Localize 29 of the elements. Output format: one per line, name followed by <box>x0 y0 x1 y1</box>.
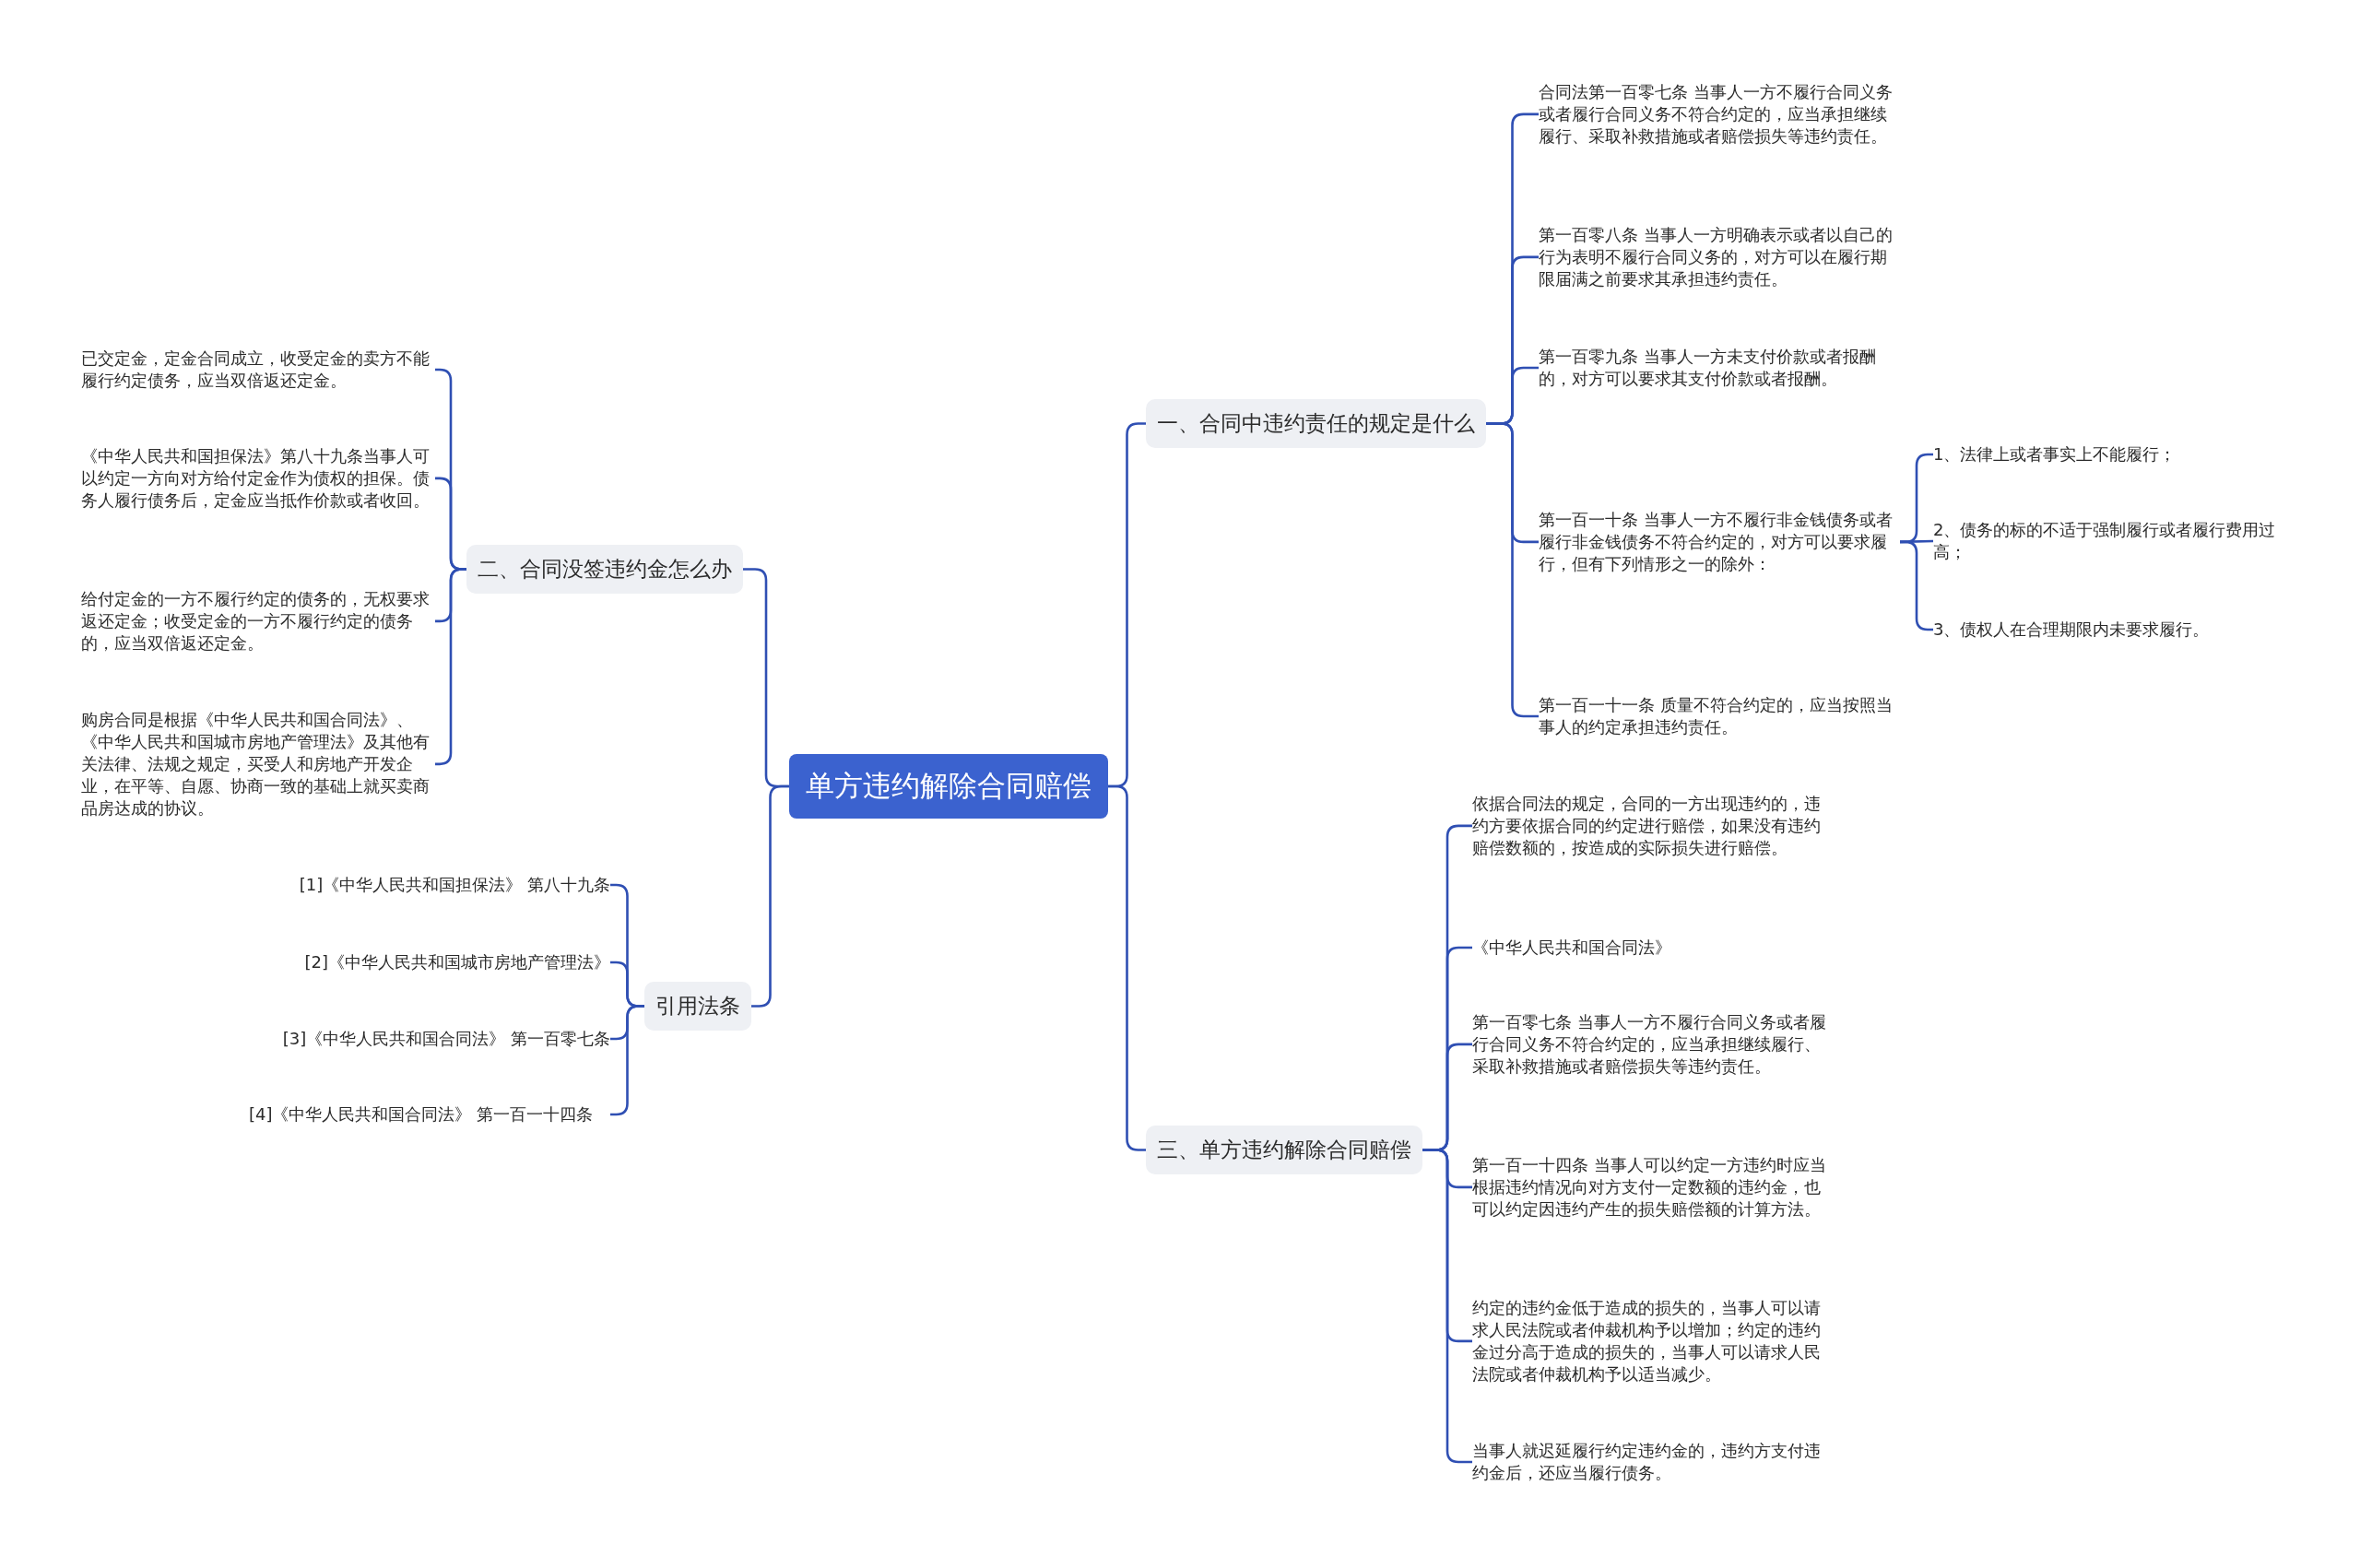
topic-text: 已交定金，定金合同成立，收受定金的卖方不能履行约定债务，应当双倍返还定金。 <box>81 348 435 392</box>
topic-text: [2]《中华人民共和国城市房地产管理法》 <box>249 951 610 973</box>
topic-text: 《中华人民共和国担保法》第八十九条当事人可以约定一方向对方给付定金作为债权的担保。债务人履行债务后，定金应当抵作价款或者收回。 <box>81 445 435 512</box>
topic-box: 三、单方违约解除合同赔偿 <box>1146 1126 1422 1174</box>
topic-text: [3]《中华人民共和国合同法》 第一百零七条 <box>249 1028 610 1050</box>
topic-text: 依据合同法的规定，合同的一方出现违约的，违约方要依据合同的约定进行赔偿，如果没有违约赔偿数额的，按造成的实际损失进行赔偿。 <box>1472 793 1826 859</box>
connector-line <box>1108 784 1146 1151</box>
topic-text: 当事人就迟延履行约定违约金的，违约方支付违约金后，还应当履行债务。 <box>1472 1440 1826 1484</box>
topic-text: 第一百零七条 当事人一方不履行合同义务或者履行合同义务不符合约定的，应当承担继续履行、采取补救措施或者赔偿损失等违约责任。 <box>1472 1011 1826 1078</box>
central-topic: 单方违约解除合同赔偿 <box>789 754 1108 819</box>
topic-text: 合同法第一百零七条 当事人一方不履行合同义务或者履行合同义务不符合约定的，应当承担继续履行、采取补救措施或者赔偿损失等违约责任。 <box>1539 81 1900 147</box>
topic-text: 购房合同是根据《中华人民共和国合同法》、《中华人民共和国城市房地产管理法》及其他有关法律、法规之规定，买受人和房地产开发企业，在平等、自愿、协商一致的基础上就买卖商品房达成的协议。 <box>81 709 435 819</box>
topic-box: 引用法条 <box>644 982 751 1031</box>
topic-text: 给付定金的一方不履行约定的债务的，无权要求返还定金；收受定金的一方不履行约定的债务的，应当双倍返还定金。 <box>81 588 435 654</box>
topic-text: 约定的违约金低于造成的损失的，当事人可以请求人民法院或者仲裁机构予以增加；约定的违约金过分高于造成的损失的，当事人可以请求人民法院或者仲裁机构予以适当减少。 <box>1472 1297 1826 1385</box>
topic-text: 2、债务的标的不适于强制履行或者履行费用过高； <box>1933 519 2283 563</box>
topic-box: 二、合同没签违约金怎么办 <box>466 545 743 594</box>
topic-text: 第一百一十四条 当事人可以约定一方违约时应当根据违约情况向对方支付一定数额的违约金，也可以约定因违约产生的损失赔偿额的计算方法。 <box>1472 1154 1826 1220</box>
connector-line <box>751 784 789 1008</box>
topic-text: 第一百零九条 当事人一方未支付价款或者报酬的，对方可以要求其支付价款或者报酬。 <box>1539 346 1900 390</box>
topic-text: 1、法律上或者事实上不能履行； <box>1933 443 2283 466</box>
topic-box: 一、合同中违约责任的规定是什么 <box>1146 399 1486 448</box>
topic-text: [4]《中华人民共和国合同法》 第一百一十四条 <box>249 1103 610 1126</box>
topic-text: [1]《中华人民共和国担保法》 第八十九条 <box>249 874 610 896</box>
topic-text: 第一百一十条 当事人一方不履行非金钱债务或者履行非金钱债务不符合约定的，对方可以要求履行，但有下列情形之一的除外： <box>1539 509 1900 575</box>
topic-text: 第一百一十一条 质量不符合约定的，应当按照当事人的约定承担违约责任。 <box>1539 694 1900 738</box>
topic-text: 第一百零八条 当事人一方明确表示或者以自己的行为表明不履行合同义务的，对方可以在履行期限届满之前要求其承担违约责任。 <box>1539 224 1900 290</box>
topic-text: 3、债权人在合理期限内未要求履行。 <box>1933 619 2283 641</box>
topic-text: 《中华人民共和国合同法》 <box>1472 937 1826 959</box>
